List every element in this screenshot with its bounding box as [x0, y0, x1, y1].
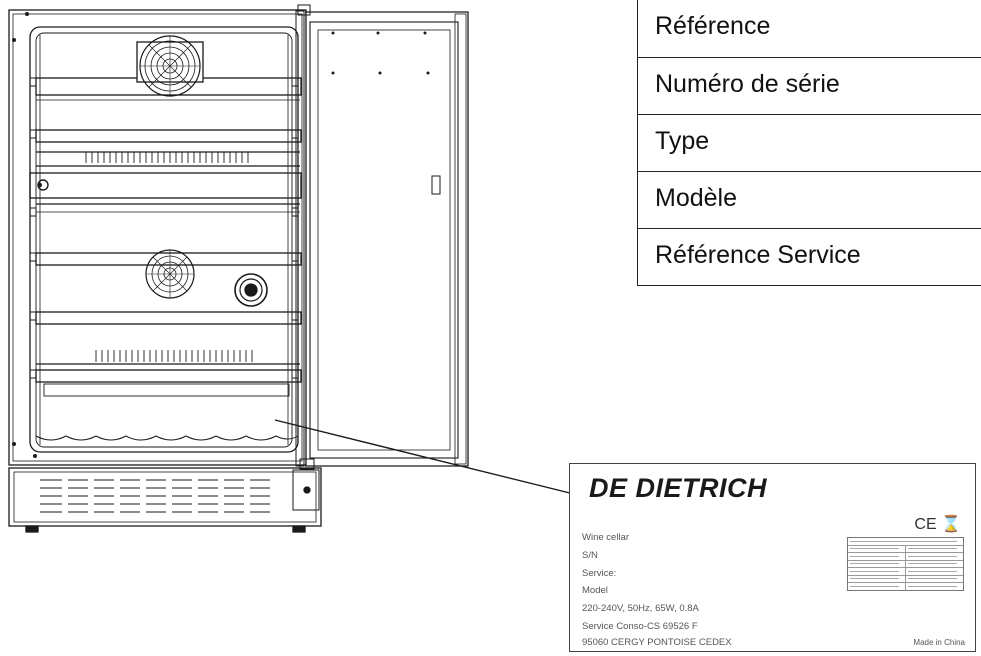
model-row: Modèle — [638, 171, 981, 228]
pointer-line — [274, 419, 591, 499]
plate-line-product: Wine cellar — [582, 532, 629, 543]
spec-row — [848, 538, 963, 545]
shelf — [35, 311, 302, 325]
kick-plate — [8, 467, 322, 527]
rating-plate: DE DIETRICH CE ⌛ Wine cellar S/N Service… — [569, 463, 976, 652]
inner-compartment — [29, 26, 299, 453]
serial-number-row: Numéro de série — [638, 57, 981, 114]
door-handle-icon — [431, 175, 441, 195]
spec-row — [848, 552, 963, 560]
plate-line-service: Service: — [582, 568, 617, 579]
spec-row — [848, 582, 963, 590]
plate-line-address2: 95060 CERGY PONTOISE CEDEX — [582, 637, 732, 648]
foot — [292, 525, 306, 533]
plate-line-address1: Service Conso-CS 69526 F — [582, 621, 698, 632]
spec-row — [848, 574, 963, 582]
light-icon — [234, 273, 268, 307]
type-row: Type — [638, 114, 981, 171]
reference-row: Référence — [655, 12, 771, 40]
spec-row — [848, 559, 963, 567]
spec-table — [847, 537, 964, 591]
plate-line-serial: S/N — [582, 550, 598, 561]
made-in-label: Made in China — [913, 638, 965, 647]
cabinet-outline — [8, 9, 307, 466]
shelf — [35, 369, 302, 383]
spec-row — [848, 544, 963, 552]
bottom-floor — [35, 435, 299, 441]
shelf — [35, 252, 302, 266]
spec-row — [848, 567, 963, 575]
shelf — [35, 129, 302, 143]
vent-grille — [40, 479, 270, 513]
control-panel — [29, 172, 302, 199]
lower-fan-icon — [145, 249, 195, 299]
certification-marks: CE ⌛ — [914, 516, 961, 533]
brand-logo: DE DIETRICH — [589, 473, 768, 503]
plate-line-model: Model — [582, 585, 608, 596]
service-reference-row: Référence Service — [638, 228, 981, 285]
reference-table: Référence Numéro de série Type Modèle Ré… — [637, 0, 981, 286]
plate-line-electrical: 220-240V, 50Hz, 65W, 0.8A — [582, 603, 699, 614]
upper-fan-icon — [136, 35, 204, 97]
open-door — [305, 11, 469, 467]
foot — [25, 525, 39, 533]
